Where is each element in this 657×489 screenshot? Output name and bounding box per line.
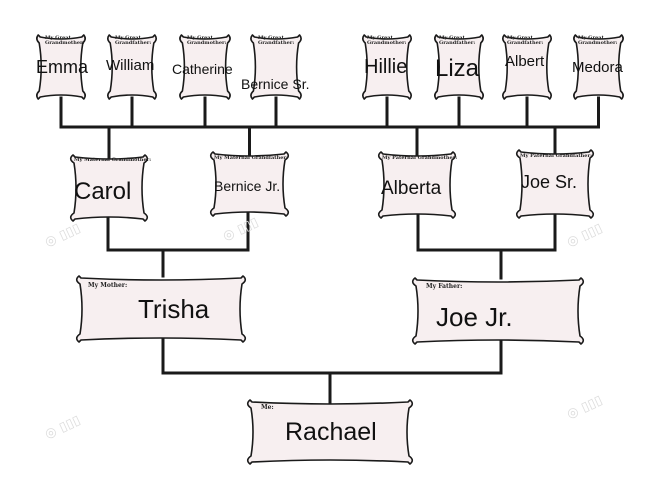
box-frame-outline — [250, 34, 302, 100]
box-frame-outline — [502, 34, 552, 100]
box-frame — [179, 34, 231, 100]
box-frame — [36, 34, 86, 100]
parent-box-mother: My Mother: Trisha — [74, 274, 248, 344]
box-caption: Me: — [261, 404, 274, 411]
box-frame-outline — [179, 34, 231, 100]
box-frame — [246, 399, 414, 465]
person-name: Carol — [74, 178, 132, 205]
box-frame — [209, 151, 290, 217]
box-frame — [107, 34, 157, 100]
box-frame-outline — [573, 34, 624, 100]
box-frame-outline — [411, 277, 585, 345]
person-name: Albert — [505, 53, 545, 70]
box-frame-outline — [69, 154, 149, 222]
box-frame — [515, 149, 595, 219]
person-name: William — [106, 57, 155, 74]
person-name: Catherine — [172, 61, 233, 77]
box-frame — [377, 151, 457, 219]
person-name: Joe Sr. — [521, 172, 578, 192]
person-name: Bernice Jr. — [214, 178, 281, 194]
parent-box-father: My Father: Joe Jr. — [410, 276, 586, 346]
box-frame-outline — [362, 34, 412, 100]
self-box: Me: Rachael — [245, 398, 415, 466]
box-frame — [75, 275, 247, 343]
box-frame — [434, 34, 484, 100]
box-caption: My Paternal Grandfather: — [520, 153, 592, 159]
box-frame-outline — [36, 34, 86, 100]
grandparent-box-maternal-grandmother: My Maternal Grandmother: Carol — [68, 153, 152, 223]
box-frame — [69, 154, 149, 222]
box-frame-outline — [377, 151, 457, 219]
box-frame — [411, 277, 585, 345]
person-name: Medora — [572, 59, 623, 76]
person-name: Bernice Sr. — [241, 76, 310, 92]
box-frame-outline — [209, 151, 290, 217]
box-frame-outline — [434, 34, 484, 100]
person-name: Rachael — [285, 418, 377, 446]
person-name: Trisha — [138, 294, 210, 324]
box-frame — [573, 34, 624, 100]
box-frame-outline — [75, 275, 247, 343]
box-frame-outline — [107, 34, 157, 100]
box-frame — [250, 34, 302, 100]
person-name: Hillie — [364, 56, 408, 78]
person-name: Joe Jr. — [436, 302, 513, 332]
box-caption: My Father: — [426, 283, 463, 290]
grandparent-box-paternal-grandfather: My Paternal Grandfather: Joe Sr. — [514, 148, 596, 220]
person-name: Emma — [36, 57, 89, 77]
box-frame — [502, 34, 552, 100]
box-frame-outline — [246, 399, 414, 465]
box-caption: My Mother: — [88, 282, 128, 289]
box-caption: My Maternal Grandmother: — [74, 157, 152, 163]
grandparent-box-paternal-grandmother: My Paternal Grandmother: Alberta — [376, 150, 458, 220]
grandparent-box-maternal-grandfather: My Maternal Grandfather: Bernice Jr. — [208, 150, 291, 218]
person-name: Liza — [435, 55, 480, 82]
box-caption: My Maternal Grandfather: — [214, 155, 288, 161]
box-frame-outline — [515, 149, 595, 219]
box-frame — [362, 34, 412, 100]
box-caption: My Paternal Grandmother: — [382, 155, 458, 161]
person-name: Alberta — [381, 178, 442, 199]
